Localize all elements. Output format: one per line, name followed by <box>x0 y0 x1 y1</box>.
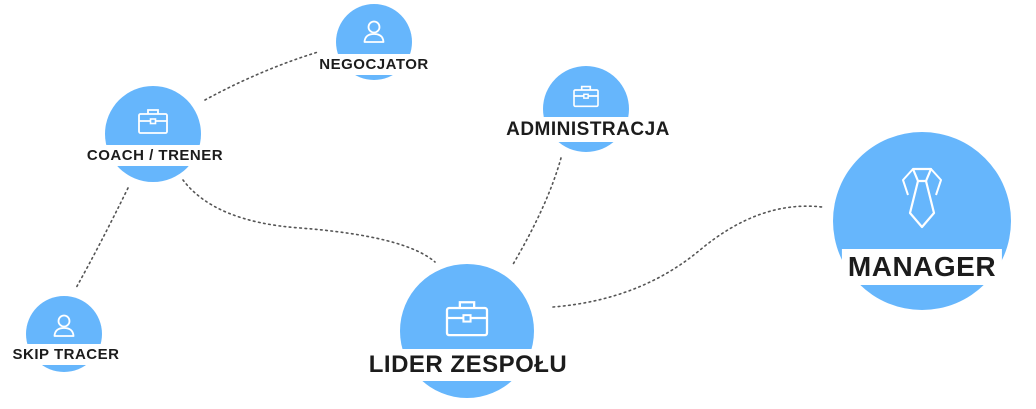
link-administracja-lider <box>511 157 562 267</box>
briefcase-icon <box>444 298 490 338</box>
link-coach-skip-tracer <box>75 187 129 289</box>
node-skip-tracer-label: SKIP TRACER <box>6 344 126 365</box>
link-lider-manager <box>552 205 823 308</box>
user-icon <box>361 18 387 44</box>
link-coach-negocjator <box>204 51 319 101</box>
briefcase-icon <box>137 107 169 135</box>
tie-icon <box>898 165 946 231</box>
node-manager-label: MANAGER <box>841 249 1003 285</box>
node-coach-label: COACH / TRENER <box>80 145 230 166</box>
node-coach-circle <box>105 86 201 182</box>
briefcase-icon <box>572 84 600 108</box>
node-lider-label: LIDER ZESPOŁU <box>362 349 574 381</box>
node-negocjator-label: NEGOCJATOR <box>313 54 435 75</box>
node-administracja-label: ADMINISTRACJA <box>500 117 676 142</box>
user-icon <box>51 312 77 338</box>
link-coach-lider <box>182 179 436 263</box>
